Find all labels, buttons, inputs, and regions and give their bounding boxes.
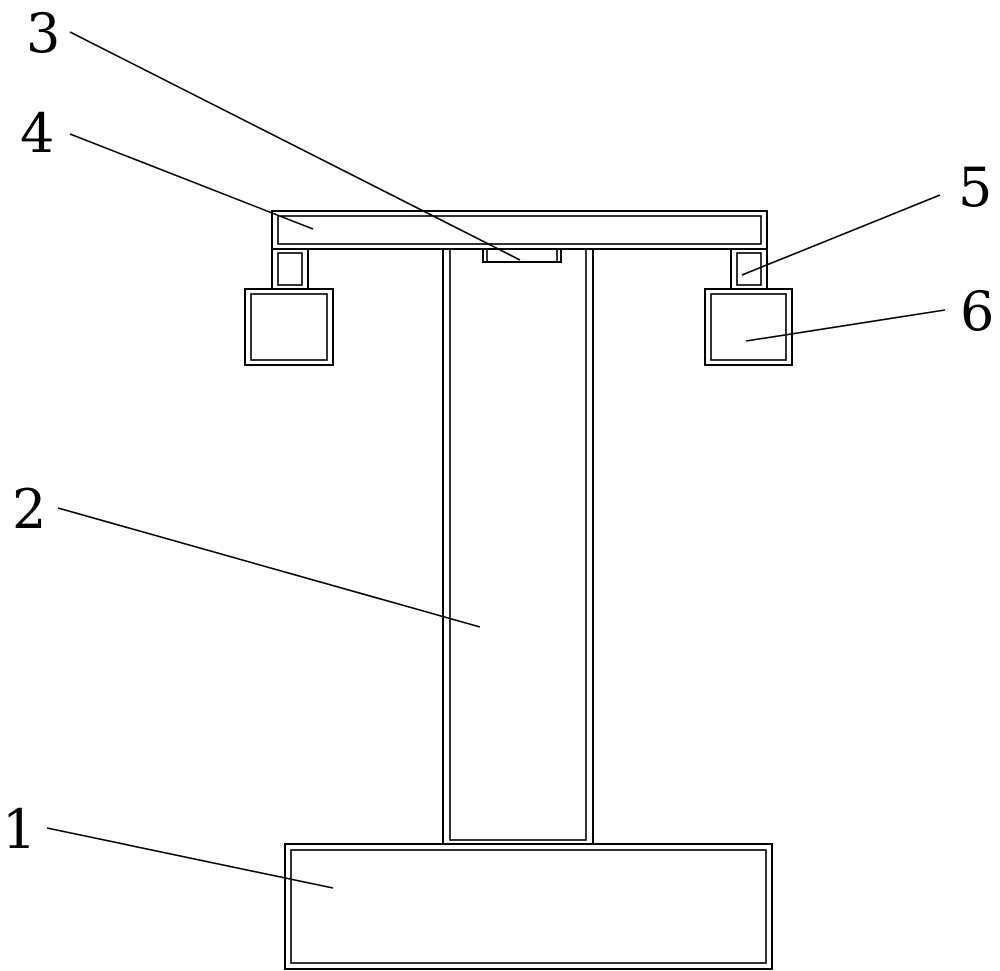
callout-label-4: 4: [20, 102, 54, 165]
callout-label-6: 6: [960, 280, 994, 343]
callout-label-5: 5: [958, 156, 992, 219]
top-beam-part-4: [271, 210, 768, 250]
left-hanger-part-5: [271, 248, 309, 290]
leader-line-1: [46, 827, 334, 889]
right-hanger-part-5: [730, 248, 768, 290]
column-part-2: [442, 235, 594, 845]
callout-label-1: 1: [2, 798, 36, 861]
base-part-1: [284, 843, 773, 970]
right-block-part-6: [704, 288, 793, 366]
leader-line-2: [57, 507, 481, 628]
left-block-part-6: [244, 288, 334, 366]
leader-line-3: [69, 31, 521, 261]
callout-label-3: 3: [26, 2, 60, 65]
callout-label-2: 2: [12, 478, 46, 541]
leader-line-6: [745, 309, 946, 342]
leader-line-5: [741, 194, 941, 276]
leader-line-4: [69, 133, 314, 230]
connector-part-3: [482, 247, 562, 263]
